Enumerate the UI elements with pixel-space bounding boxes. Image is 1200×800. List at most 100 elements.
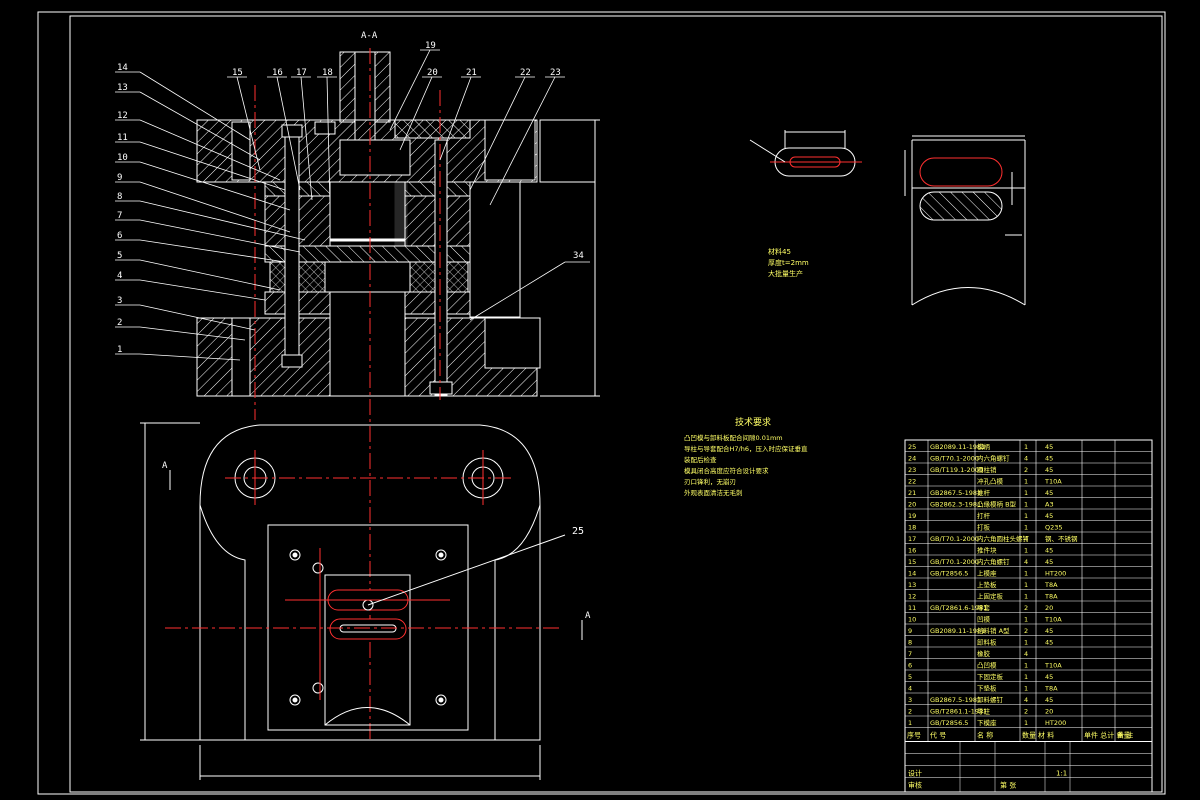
slot-2 — [329, 618, 407, 640]
bom-cell: 2 — [1024, 604, 1028, 612]
callout-25: 25 — [572, 526, 584, 537]
bom-cell: 13 — [908, 581, 916, 589]
part-note-1: 材料45 — [768, 247, 791, 256]
bom-cell: 4 — [908, 685, 912, 693]
bom-cell: 12 — [908, 593, 916, 601]
bom-cell: 1 — [1024, 616, 1028, 624]
callout-23: 23 — [550, 68, 561, 78]
bom-cell: 1 — [1024, 719, 1028, 727]
bom-cell: 4 — [1024, 696, 1028, 704]
bom-cell: 4 — [1024, 558, 1028, 566]
bom-cell: 上垫板 — [977, 580, 997, 589]
bom-cell: 1 — [1024, 443, 1028, 451]
bom-cell: 导套 — [977, 603, 991, 612]
bom-cell: 推杆 — [977, 488, 991, 497]
bom-cell: 20 — [908, 501, 916, 509]
bom-cell: 18 — [908, 524, 916, 532]
bom-cell: 6 — [908, 662, 912, 670]
bom-cell: 导柱 — [977, 707, 991, 716]
sheet-border-outer — [37, 11, 1166, 795]
bom-cell: 45 — [1045, 466, 1053, 474]
bom-cell: T8A — [1044, 685, 1058, 693]
bom-cell: 2 — [908, 708, 912, 716]
bom-cell: 1 — [1024, 512, 1028, 520]
bom-cell: 内六角圆柱头螺钉 — [977, 534, 1030, 543]
bom-cell: 凸缘模柄 B型 — [977, 500, 1017, 509]
bom-cell: 2 — [1024, 466, 1028, 474]
bom-cell: 11 — [908, 604, 916, 612]
bom-cell: 1 — [908, 719, 912, 727]
bom-cell: 橡胶 — [977, 649, 991, 658]
bom-cell: GB2089.11-1981 — [930, 627, 985, 635]
bom-cell: 上固定板 — [977, 592, 1004, 601]
callout-2: 2 — [117, 318, 122, 328]
tech-line: 凸凹模与卸料板配合间隙0.01mm — [684, 433, 783, 442]
bom-cell: T8A — [1044, 593, 1058, 601]
plan-view — [140, 422, 583, 780]
bom-cell: GB2867.5-1981 — [930, 489, 981, 497]
bom-cell: 45 — [1045, 673, 1053, 681]
bom-cell: T10A — [1044, 662, 1062, 670]
scale-value: 1:1 — [1056, 770, 1067, 778]
bom-cell: 20 — [1045, 708, 1053, 716]
bom-cell: 17 — [908, 535, 916, 543]
bom-cell: 内六角螺钉 — [977, 557, 1010, 566]
bom-cell: GB/T2856.5 — [930, 570, 968, 578]
bom-cell: 下垫板 — [977, 684, 997, 693]
design-label: 设计 — [908, 769, 922, 778]
callout-3: 3 — [117, 296, 122, 306]
callout-5: 5 — [117, 251, 122, 261]
bom-cell: 1 — [1024, 478, 1028, 486]
bom-cell: 45 — [1045, 558, 1053, 566]
callout-18: 18 — [322, 68, 333, 78]
section-label: A-A — [361, 31, 378, 41]
bom-cell: GB/T119.1-2000 — [930, 466, 983, 474]
callout-8: 8 — [117, 192, 122, 202]
bom-cell: 15 — [908, 558, 916, 566]
tech-notes: 凸凹模与卸料板配合间隙0.01mm导柱与导套配合H7/h6，压入时应保证垂直装配… — [684, 433, 808, 497]
bom-cell: 1 — [1024, 581, 1028, 589]
callout-6: 6 — [117, 231, 122, 241]
callout-21: 21 — [466, 68, 477, 78]
callout-22: 22 — [520, 68, 531, 78]
bom-cell: 45 — [1045, 696, 1053, 704]
bom-cell: 3 — [908, 696, 912, 704]
bom-cell: 卸料螺钉 — [977, 695, 1004, 704]
bom-cell: 45 — [1045, 489, 1053, 497]
bom-cell: HT200 — [1045, 719, 1066, 727]
bom-cell: 1 — [1024, 489, 1028, 497]
callout-19: 19 — [425, 41, 436, 51]
bom-cell: 4 — [1024, 535, 1028, 543]
callout-15: 15 — [232, 68, 243, 78]
bom-cell: 1 — [1024, 662, 1028, 670]
callout-4: 4 — [117, 271, 122, 281]
bom-cell: 推件块 — [977, 546, 997, 555]
bom-cell: 打杆 — [977, 511, 991, 520]
callout-13: 13 — [117, 83, 128, 93]
bom-cell: 下模座 — [977, 718, 997, 727]
bom-cell: GB2867.5-1981 — [930, 696, 981, 704]
bom-header-cell: 数量 — [1022, 731, 1036, 740]
bom-header-cell: 材 料 — [1038, 731, 1054, 740]
bom-cell: 22 — [908, 478, 916, 486]
bom-cell: HT200 — [1045, 570, 1066, 578]
callout-20: 20 — [427, 68, 438, 78]
bom-header-cell: 单件 总计 重量 — [1084, 731, 1130, 740]
bom-cell: 上模座 — [977, 569, 997, 578]
bom-cell: 挡料销 A型 — [977, 626, 1010, 635]
guide-post — [284, 129, 300, 366]
bom-cell: 1 — [1024, 593, 1028, 601]
bom-cell: 凸凹模 — [977, 661, 997, 670]
callout-14: 14 — [117, 63, 128, 73]
bom-cell: GB2862.3-1981 — [930, 501, 981, 509]
part-note-2: 厚度t=2mm — [768, 258, 809, 267]
bom-cell: 45 — [1045, 512, 1053, 520]
bom-header-cell: 代 号 — [930, 731, 946, 740]
callout-17: 17 — [296, 68, 307, 78]
section-mark-left: A — [162, 461, 168, 471]
bom-cell: 凹模 — [977, 615, 991, 624]
part-note-3: 大批量生产 — [768, 269, 803, 278]
bom-header-cell: 备 注 — [1117, 731, 1133, 740]
bom-cell: 圆柱销 — [977, 465, 997, 474]
